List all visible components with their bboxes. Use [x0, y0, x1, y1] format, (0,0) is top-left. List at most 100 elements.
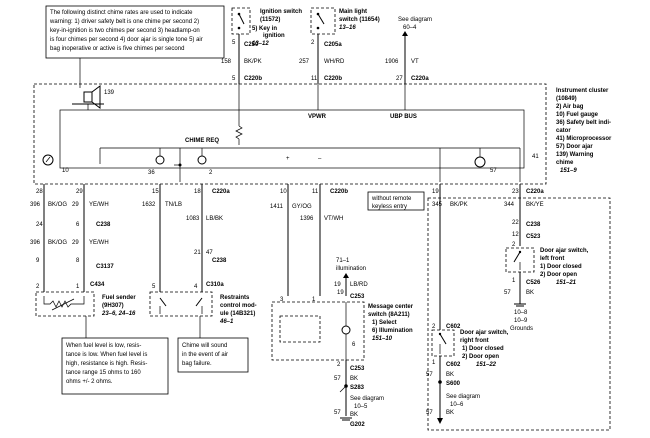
svg-text:chime: chime [556, 160, 574, 166]
svg-text:60–4: 60–4 [403, 25, 417, 31]
bulb-icon [155, 155, 165, 165]
note-line: warning: 1) driver safety belt is one ch… [49, 19, 199, 25]
main-light-switch: Main light switch (11654) 13–16 [310, 7, 380, 35]
svg-text:Door ajar switch,: Door ajar switch, [460, 330, 509, 336]
svg-text:6: 6 [76, 222, 80, 228]
svg-text:151–10: 151–10 [372, 336, 393, 342]
svg-text:Grounds: Grounds [510, 326, 533, 332]
svg-text:LB/BK: LB/BK [206, 216, 223, 222]
speaker-icon [72, 85, 104, 110]
svg-text:C434: C434 [90, 282, 105, 288]
svg-text:41) Microprocessor: 41) Microprocessor [556, 136, 612, 142]
door-ajar-rf-label: Door ajar switch, right front 1) Door cl… [460, 330, 509, 360]
svg-text:TN/LB: TN/LB [165, 202, 182, 208]
svg-text:46–1: 46–1 [219, 319, 234, 325]
svg-text:ohms +/- 2 ohms.: ohms +/- 2 ohms. [66, 379, 113, 385]
svg-text:19: 19 [337, 290, 344, 296]
svg-text:C238: C238 [526, 222, 541, 228]
svg-text:139: 139 [104, 90, 115, 96]
svg-text:See diagram: See diagram [446, 394, 480, 400]
svg-text:right front: right front [460, 338, 489, 344]
svg-text:keyless entry: keyless entry [372, 204, 407, 210]
svg-text:2) Air bag: 2) Air bag [556, 104, 584, 110]
svg-text:Door ajar switch,: Door ajar switch, [540, 248, 589, 254]
svg-text:C238: C238 [96, 222, 111, 228]
svg-text:cator: cator [556, 128, 571, 134]
svg-text:57: 57 [426, 410, 433, 416]
gauge-icon [474, 156, 486, 168]
svg-text:2: 2 [209, 170, 213, 176]
svg-text:switch (8A211): switch (8A211) [368, 312, 410, 318]
svg-text:1906: 1906 [385, 59, 399, 65]
svg-text:12: 12 [512, 232, 519, 238]
svg-text:BK/OG: BK/OG [48, 202, 67, 208]
without-remote-note: without remote keyless entry [367, 191, 425, 211]
svg-text:YE/WH: YE/WH [89, 240, 109, 246]
svg-text:illumination: illumination [336, 266, 366, 272]
svg-text:57) Door ajar: 57) Door ajar [556, 144, 593, 150]
svg-text:C526: C526 [526, 280, 541, 286]
switch-icon [317, 13, 325, 25]
svg-text:1411: 1411 [270, 204, 284, 210]
svg-text:C220b: C220b [244, 76, 262, 82]
svg-text:WH/RD: WH/RD [324, 59, 345, 65]
instrument-cluster-label: Instrument cluster (10849) 2) Air bag 10… [556, 88, 612, 174]
svg-text:BK: BK [350, 376, 358, 382]
fuel-sender-box [35, 291, 95, 317]
svg-text:29: 29 [72, 240, 79, 246]
svg-text:396: 396 [30, 240, 41, 246]
svg-text:10–9: 10–9 [514, 318, 528, 324]
svg-text:28: 28 [36, 189, 43, 195]
svg-text:without remote: without remote [371, 196, 412, 202]
svg-text:2: 2 [337, 362, 341, 368]
svg-text:(9H307): (9H307) [102, 303, 124, 309]
svg-text:1396: 1396 [300, 216, 314, 222]
svg-text:10) Fuel gauge: 10) Fuel gauge [556, 112, 599, 118]
svg-text:high, resistance is high. Resi: high, resistance is high. Resis- [66, 361, 147, 367]
restraints-label: Restraints control mod- ule (14B321) 46–… [219, 295, 257, 325]
svg-text:57: 57 [490, 168, 497, 174]
instrument-cluster-box [33, 83, 547, 185]
switch-icon [513, 251, 521, 263]
svg-text:5: 5 [152, 284, 156, 290]
message-center-box [271, 301, 365, 361]
svg-text:C253: C253 [350, 366, 365, 372]
svg-text:41: 41 [532, 154, 539, 160]
svg-text:396: 396 [30, 202, 41, 208]
svg-text:+: + [286, 156, 290, 162]
svg-text:10–5: 10–5 [354, 404, 368, 410]
svg-text:CHIME REQ: CHIME REQ [185, 138, 219, 144]
svg-text:5) Key in: 5) Key in [252, 26, 277, 32]
svg-text:BK: BK [350, 412, 358, 418]
svg-text:29: 29 [76, 189, 83, 195]
svg-text:control mod-: control mod- [220, 303, 257, 309]
svg-text:24: 24 [36, 222, 43, 228]
svg-text:151–9: 151–9 [560, 168, 577, 174]
svg-text:BK: BK [446, 410, 454, 416]
svg-text:19: 19 [432, 189, 439, 195]
svg-text:C602: C602 [446, 362, 461, 368]
svg-text:2: 2 [432, 324, 436, 330]
svg-text:C220a: C220a [411, 76, 429, 82]
svg-text:1632: 1632 [142, 202, 156, 208]
ground-icon [340, 417, 352, 421]
svg-text:LB/RD: LB/RD [350, 282, 368, 288]
svg-text:10: 10 [280, 189, 287, 195]
svg-text:ule (14B321): ule (14B321) [220, 311, 255, 317]
svg-text:Chime will sound: Chime will sound [182, 343, 227, 349]
svg-text:BK/YE: BK/YE [526, 202, 544, 208]
svg-text:in the event of air: in the event of air [182, 352, 228, 358]
note-line: The following distinct chime rates are u… [50, 10, 193, 16]
svg-text:1083: 1083 [186, 216, 200, 222]
svg-text:139) Warning: 139) Warning [556, 152, 594, 158]
svg-text:C220a: C220a [212, 189, 230, 195]
microprocessor-box [59, 109, 525, 169]
note-line: is four chimes per second 4) door ajar i… [50, 37, 203, 43]
fuel-sender-label: Fuel sender (9H307) 23–6, 24–16 [101, 295, 136, 317]
svg-text:C602: C602 [446, 324, 461, 330]
chime-sound-note: Chime will sound in the event of air bag… [177, 337, 249, 373]
svg-text:3: 3 [280, 297, 284, 303]
svg-text:C3137: C3137 [96, 264, 114, 270]
svg-text:11: 11 [311, 76, 318, 82]
svg-text:27: 27 [396, 76, 403, 82]
